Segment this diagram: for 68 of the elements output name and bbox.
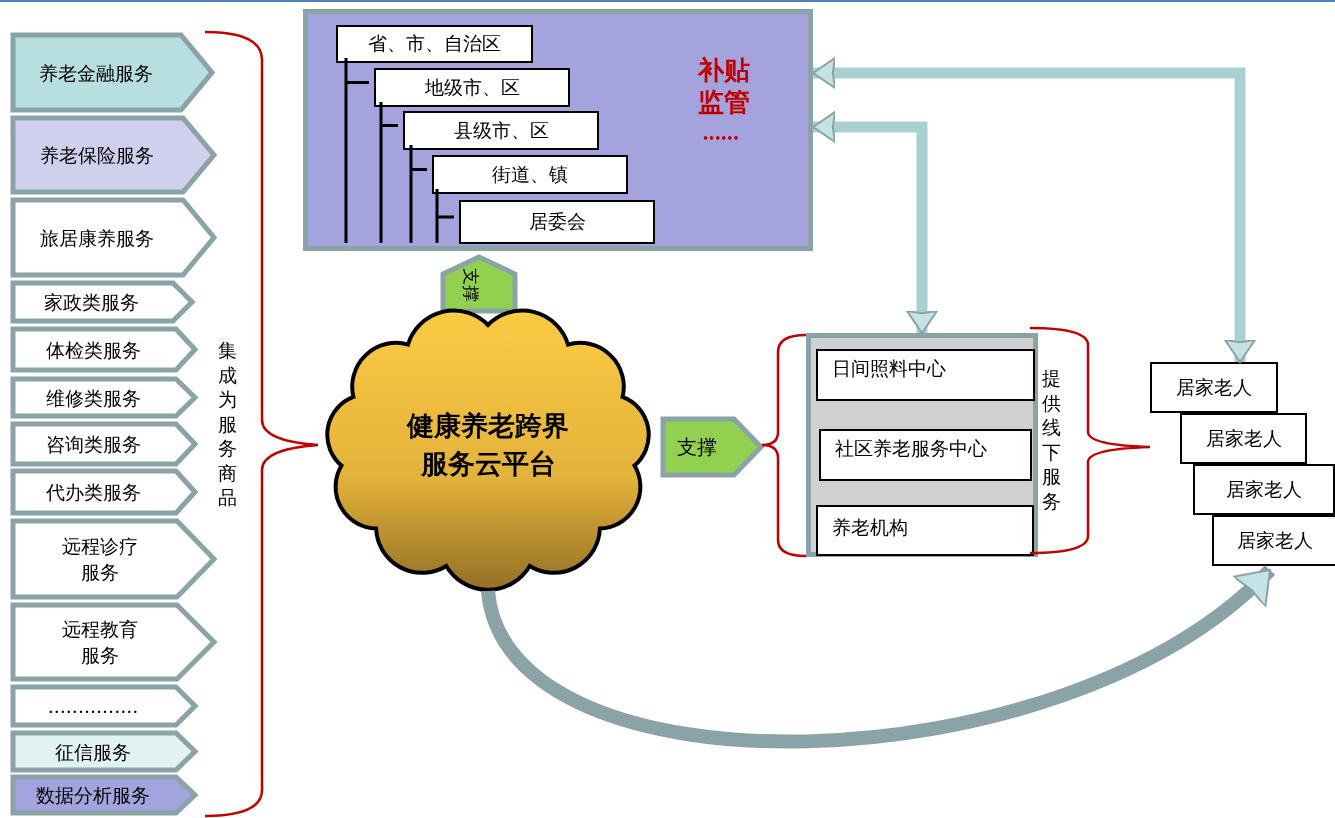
service-tab [10,115,217,195]
level-box [432,155,628,194]
ellipsis-dots: •••••• [702,132,739,146]
service-label: 养老保险服务 [38,143,155,168]
level-label: 县级市、区 [452,117,550,143]
resident-label: 居家老人 [1235,527,1314,553]
facility-label: 养老机构 [832,515,909,541]
service-label: 远程诊疗服务 [60,534,139,585]
service-label: 代办类服务 [44,480,142,505]
support-label: 支撑 [460,268,482,302]
resident-box [1180,413,1307,464]
service-label: 旅居康养服务 [38,225,155,251]
service-tab [10,376,198,419]
support-tab [660,416,764,478]
service-tab [10,730,198,773]
facility-box [819,429,1032,481]
arrow [812,111,938,334]
resident-box [1212,515,1335,566]
tree-connector [379,100,400,245]
support-pentagon [440,254,518,314]
service-label: 征信服务 [54,739,132,765]
facility-label: 社区养老服务中心 [835,436,988,462]
arrow [812,57,1256,363]
service-tab [10,326,198,373]
service-tab [10,197,217,278]
level-box [459,200,655,244]
resident-label: 居家老人 [1225,476,1303,502]
level-label: 地级市、区 [423,74,521,100]
service-tab [10,518,217,600]
platform-title: 健康养老跨界服务云平台 [405,409,570,481]
facility-box [816,505,1034,556]
service-label: 数据分析服务 [35,783,151,808]
arrow [481,564,1275,749]
facility-label: 日间照料中心 [832,356,947,382]
service-label: 养老金融服务 [37,60,154,86]
service-tab [10,421,198,467]
service-tab [10,468,198,516]
admin-panel [303,9,813,251]
service-label: 咨询类服务 [44,432,142,457]
level-box [403,111,599,150]
service-label: 远程教育服务 [60,617,139,668]
service-label: 维修类服务 [44,385,142,411]
service-tab [10,602,217,682]
subsidy-title: 补贴监管 [696,54,751,118]
resident-label: 居家老人 [1175,374,1253,400]
level-label: 省、市、自治区 [367,31,502,56]
service-tab [10,32,215,113]
service-tab [10,684,198,728]
facility-box [816,349,1035,401]
vertical-note: 提供线下服务 [1040,366,1062,513]
service-label: 家政类服务 [43,290,140,315]
service-tab [10,774,198,816]
resident-label: 居家老人 [1204,425,1283,451]
service-tab [10,280,195,324]
tree-connector [409,143,429,245]
tree-connector [344,56,371,245]
level-label: 居委会 [527,209,587,234]
vertical-note: 集成为服务商品 [216,338,238,510]
tree-connector [435,187,456,245]
resident-box [1150,362,1278,413]
service-label: 体检类服务 [44,337,142,363]
level-box [336,25,533,63]
level-box [374,68,570,107]
support-label: 支撑 [676,434,718,460]
resident-box [1193,464,1335,515]
facility-panel [806,333,1038,557]
level-label: 街道、镇 [491,161,569,187]
service-label: ............... [46,694,140,719]
